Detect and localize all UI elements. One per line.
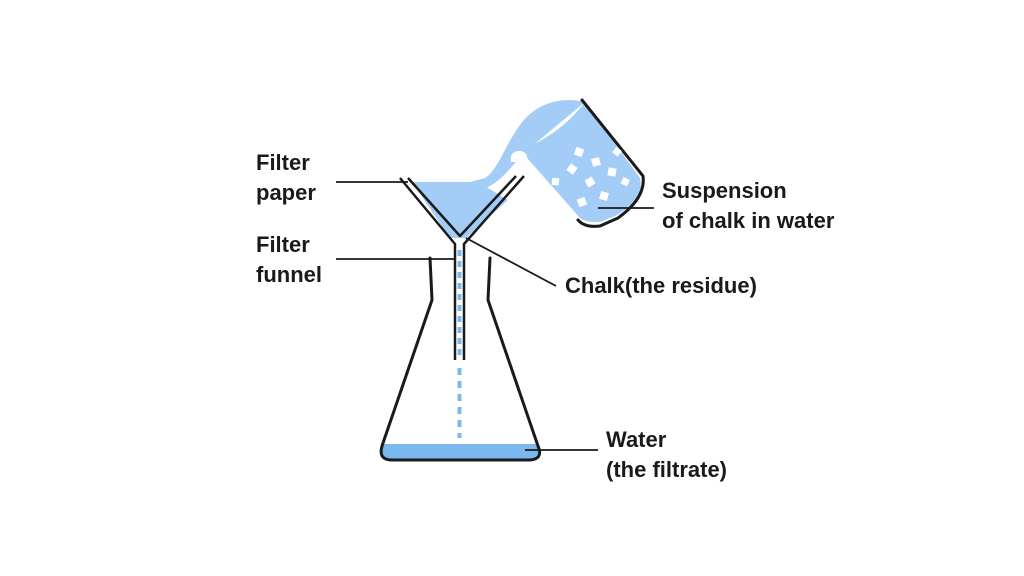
label-filter-paper-line1: Filter [256, 150, 310, 175]
beaker-lip [510, 150, 528, 163]
label-filtrate-line1: Water [606, 427, 667, 452]
beaker [470, 98, 645, 228]
filter-funnel [399, 175, 525, 360]
poured-stream [470, 100, 585, 190]
funnel-liquid [412, 182, 508, 238]
residue-leader [465, 237, 557, 287]
flask-water [380, 444, 540, 460]
label-filter-paper-line2: paper [256, 180, 316, 205]
label-residue: Chalk(the residue) [565, 271, 757, 301]
label-residue-line1: Chalk(the residue) [565, 273, 757, 298]
label-filter-funnel: Filter funnel [256, 230, 322, 290]
beaker-outline [576, 98, 645, 228]
leader-lines [336, 181, 654, 451]
label-filter-funnel-line1: Filter [256, 232, 310, 257]
label-filtrate-line2: (the filtrate) [606, 457, 727, 482]
funnel-line [399, 175, 525, 360]
filter-paper-line [407, 175, 517, 238]
label-filtrate: Water (the filtrate) [606, 425, 727, 485]
chalk-particles [551, 146, 630, 208]
label-suspension-line2: of chalk in water [662, 208, 835, 233]
label-suspension: Suspension of chalk in water [662, 176, 834, 236]
label-filter-paper: Filter paper [256, 148, 316, 208]
beaker-liquid [520, 102, 641, 223]
label-filter-funnel-line2: funnel [256, 262, 322, 287]
label-suspension-line1: Suspension [662, 178, 787, 203]
